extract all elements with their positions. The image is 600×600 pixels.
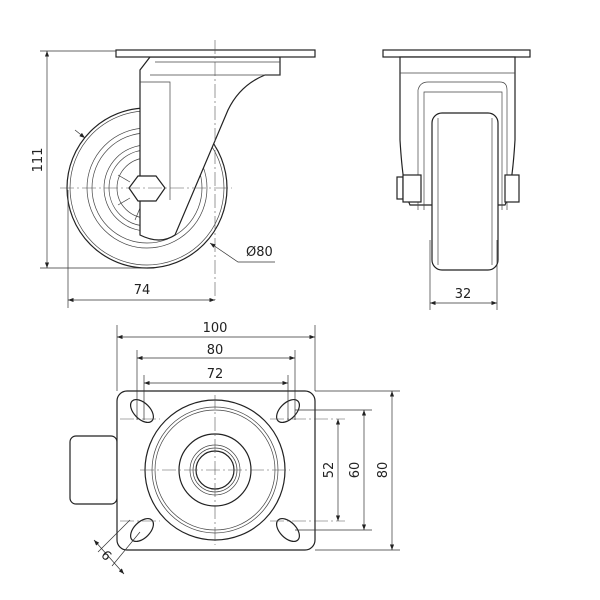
dim-hole-outer-height-60: 60 <box>348 462 363 479</box>
dim-hole-inner-height-52: 52 <box>322 462 337 479</box>
side-top-plate <box>382 49 531 58</box>
dim-wheel-width-32: 32 <box>455 287 472 302</box>
dim-diameter-80: Ø80 <box>246 245 273 260</box>
dim-hole-outer-width-80: 80 <box>207 343 224 358</box>
dim-height-111: 111 <box>31 148 46 173</box>
dim-plate-width-100: 100 <box>203 321 228 336</box>
side-wheel <box>431 112 499 271</box>
front-view: 111 74 Ø80 <box>31 40 316 308</box>
dim-hole-inner-width-72: 72 <box>207 367 224 382</box>
dim-width-74: 74 <box>134 283 151 298</box>
top-view: 100 80 72 52 60 80 9 <box>69 321 400 575</box>
side-view: 32 <box>382 49 531 310</box>
side-nut-left <box>402 174 422 203</box>
top-plate <box>115 49 316 58</box>
dim-plate-height-80: 80 <box>376 462 391 479</box>
wheel-stub <box>69 435 118 505</box>
mounting-slots <box>129 398 301 543</box>
side-nut-right <box>504 174 520 203</box>
fork <box>139 56 281 241</box>
